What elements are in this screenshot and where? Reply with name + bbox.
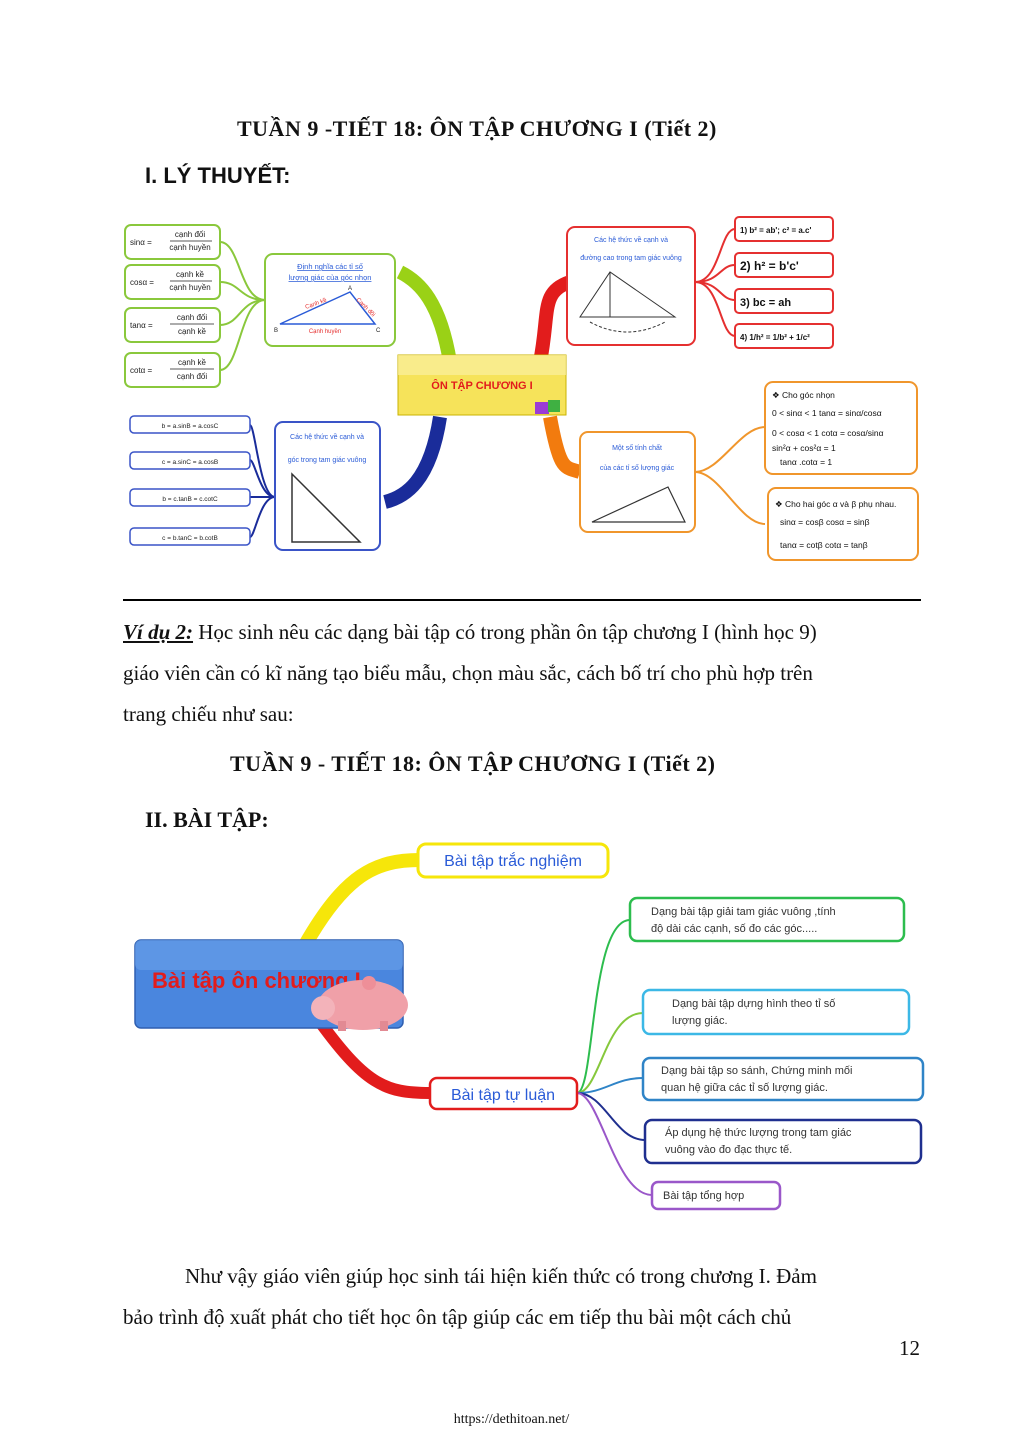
svg-text:Áp dụng hệ thức lượng trong ta: Áp dụng hệ thức lượng trong tam giác [665,1126,852,1139]
mindmap-theory: sinα = cạnh đối cạnh huyền cosα = cạnh k… [124,216,919,561]
svg-text:quan hệ giữa các tỉ số lượng g: quan hệ giữa các tỉ số lượng giác. [661,1082,828,1094]
svg-text:sinα = cosβ cosα = sinβ: sinα = cosβ cosα = sinβ [780,517,870,527]
section-heading-2: II. BÀI TẬP: [145,807,269,832]
svg-text:Dạng bài tập dựng hình theo tỉ: Dạng bài tập dựng hình theo tỉ số [672,998,835,1010]
branch-orange [543,415,583,479]
mindmap-exercises: Bài tập ôn chương I Bài tập trắc nghiệm … [134,842,925,1211]
property-list-1 [764,381,918,475]
piggy-bank-icon [311,976,408,1031]
rel-formula-4: 4) 1/h² = 1/b² + 1/c² [740,333,810,342]
exercise-item [643,1118,923,1165]
svg-text:Dạng bài tập so sánh, Chứng mi: Dạng bài tập so sánh, Chứng minh mối [661,1065,852,1077]
ratio-den: cạnh huyền [169,243,210,252]
exercise-item [641,988,911,1036]
svg-text:c = b.tanC = b.cotB: c = b.tanC = b.cotB [162,535,218,542]
svg-text:0 < sinα < 1 tanα = sinα/cos: 0 < sinα < 1 tanα = sinα/cosα [772,408,882,418]
angle-triangle [291,472,362,543]
branch-red [310,1011,431,1099]
svg-text:độ dài các cạnh, số đo các góc: độ dài các cạnh, số đo các góc..... [651,923,817,935]
svg-text:sin²α + cos²α = 1: sin²α + cos²α = 1 [772,443,836,453]
property-triangle [591,486,686,523]
ratio-boxes [124,224,221,388]
relation-title-1: Các hệ thức về cạnh và [594,235,668,244]
example-paragraph: Ví dụ 2: Học sinh nêu các dạng bài tập c… [123,620,817,726]
horizontal-rule [123,599,921,601]
angle-title-1: Các hệ thức về cạnh và [290,432,364,441]
svg-text:❖ Cho hai góc α và β phụ nhau.: ❖ Cho hai góc α và β phụ nhau. [775,499,896,509]
connectors-angle [249,424,276,538]
center-node-2: Bài tập ôn chương I [134,939,408,1031]
ratio-lhs: cotα = [130,366,153,375]
rel-formula-2: 2) h² = b'c' [740,259,799,273]
ratio-den: cạnh kề [178,327,207,336]
ratio-lhs: tanα = [130,321,153,330]
svg-text:tanα .cotα = 1: tanα .cotα = 1 [780,457,832,467]
relation-formulas: 1) b² = ab'; c² = a.c' 2) h² = b'c' 3) b… [734,216,834,349]
connectors-prop [694,426,766,525]
property-title-2: của các tỉ số lượng giác [600,463,675,472]
center-label: ÔN TẬP CHƯƠNG I [431,379,532,392]
exercise-item [650,1180,782,1211]
center-node: ÔN TẬP CHƯƠNG I [397,354,567,416]
center-label-2: Bài tập ôn chương I [152,968,361,993]
relation-triangle [579,271,677,333]
section-heading-1: I. LÝ THUYẾT: [145,163,291,188]
essay-node [428,1076,579,1111]
svg-text:B: B [274,328,278,334]
gift-icon [535,402,549,414]
definition-title-2: lượng giác của góc nhọn [289,273,372,282]
branch-green [396,265,457,364]
definition-box [264,253,396,347]
essay-label: Bài tập tự luận [451,1087,555,1104]
multiple-choice-label: Bài tập trắc nghiệm [444,851,582,870]
relation-title-2: đường cao trong tam giác vuông [580,255,682,262]
branch-yellow [298,853,421,949]
angle-title-2: góc trong tam giác vuông [288,457,367,464]
svg-text:A: A [348,286,352,292]
branch-navy [383,415,447,509]
ratio-den: cạnh huyền [169,283,210,292]
angle-box [274,421,381,551]
connectors-rel [694,228,736,337]
page-title-1: TUẦN 9 -TIẾT 18: ÔN TẬP CHƯƠNG I (Tiết 2… [237,116,717,141]
svg-text:lượng giác.: lượng giác. [672,1015,728,1027]
ratio-num: cạnh kề [176,270,205,279]
svg-text:Bài tập tổng hợp: Bài tập tổng hợp [663,1190,744,1202]
angle-formulas: b = a.sinB = a.cosC c = a.sinC = a.cosB … [129,415,251,546]
ratio-lhs: sinα = [130,238,152,247]
ratio-lhs: cosα = [130,278,154,287]
definition-title-1: Định nghĩa các tỉ số [297,262,364,271]
property-box [579,431,696,533]
property-title-1: Một số tính chất [612,443,662,452]
closing-paragraph: Như vậy giáo viên giúp học sinh tái hiện… [123,1264,817,1329]
rel-formula-1: 1) b² = ab'; c² = a.c' [740,226,811,235]
label-hypotenuse: Cạnh huyền [309,329,341,335]
exercise-item [641,1056,925,1102]
footer-url[interactable]: https://dethitoan.net/ [453,1412,570,1427]
multiple-choice-node [416,842,610,879]
example-label: Ví dụ 2: [123,620,194,644]
page-title-2: TUẦN 9 - TIẾT 18: ÔN TẬP CHƯƠNG I (Tiết … [230,751,716,776]
svg-text:b = a.sinB = a.cosC: b = a.sinB = a.cosC [162,423,219,430]
connectors-ratios [219,241,266,371]
page-number: 12 [899,1336,920,1360]
connectors-essay [576,919,653,1196]
svg-text:c = a.sinC = a.cosB: c = a.sinC = a.cosB [162,459,218,466]
svg-text:C: C [376,328,381,334]
ratio-num: cạnh kề [178,358,207,367]
svg-text:vuông vào đo đạc thực tế.: vuông vào đo đạc thực tế. [665,1144,792,1156]
ratio-num: cạnh đối [175,230,205,239]
rel-formula-3: 3) bc = ah [740,297,791,309]
svg-text:tanα = cotβ cotα = tanβ: tanα = cotβ cotα = tanβ [780,540,868,550]
ratio-den: cạnh đối [177,372,207,381]
ratio-num: cạnh đối [177,313,207,322]
svg-text:Dạng bài tập giải tam giác vuô: Dạng bài tập giải tam giác vuông ,tính [651,906,836,918]
svg-text:b = c.tanB = c.cotC: b = c.tanB = c.cotC [162,496,218,503]
branch-red [533,275,573,364]
svg-text:0 < cosα < 1 cotα = cosα/sin: 0 < cosα < 1 cotα = cosα/sinα [772,428,884,438]
property-list-2 [767,487,919,561]
exercise-item [628,896,906,943]
svg-text:❖ Cho góc nhọn: ❖ Cho góc nhọn [772,390,835,400]
